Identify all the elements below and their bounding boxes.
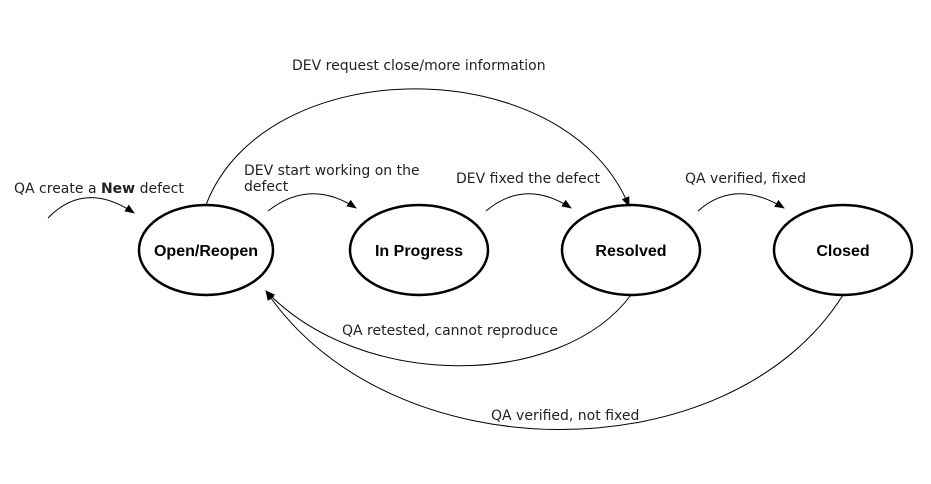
label-start-working-line2: defect <box>244 179 289 195</box>
state-closed: Closed <box>772 203 914 297</box>
state-in-progress: In Progress <box>348 203 490 297</box>
label-start-working-line1: DEV start working on the <box>244 163 420 179</box>
state-resolved-label: Resolved <box>595 243 666 260</box>
arrow-open-to-progress <box>267 193 357 212</box>
label-qa-verified-not-fixed: QA verified, not fixed <box>491 408 639 424</box>
label-qa-verified-fixed: QA verified, fixed <box>685 171 806 187</box>
label-create-emphasis: New <box>101 181 135 197</box>
label-dev-request-close: DEV request close/more information <box>292 58 546 74</box>
label-create-defect: QA create a New defect <box>14 181 184 197</box>
arrow-open-to-resolved-request-close <box>205 88 630 207</box>
label-qa-retested: QA retested, cannot reproduce <box>342 323 558 339</box>
label-dev-fixed: DEV fixed the defect <box>456 171 600 187</box>
arrow-resolved-to-open-retested <box>265 290 632 367</box>
state-in-progress-label: In Progress <box>375 243 463 260</box>
arrow-closed-to-open-not-fixed <box>265 290 844 430</box>
state-open-reopen-label: Open/Reopen <box>154 243 258 260</box>
label-create-suffix: defect <box>135 181 184 197</box>
label-create-prefix: QA create a <box>14 181 101 197</box>
arrow-resolved-to-closed <box>697 193 785 212</box>
arrow-create-to-open <box>47 197 135 219</box>
state-closed-label: Closed <box>816 243 869 260</box>
state-resolved: Resolved <box>560 203 702 297</box>
state-open-reopen: Open/Reopen <box>137 203 275 297</box>
arrow-progress-to-resolved <box>485 193 572 212</box>
